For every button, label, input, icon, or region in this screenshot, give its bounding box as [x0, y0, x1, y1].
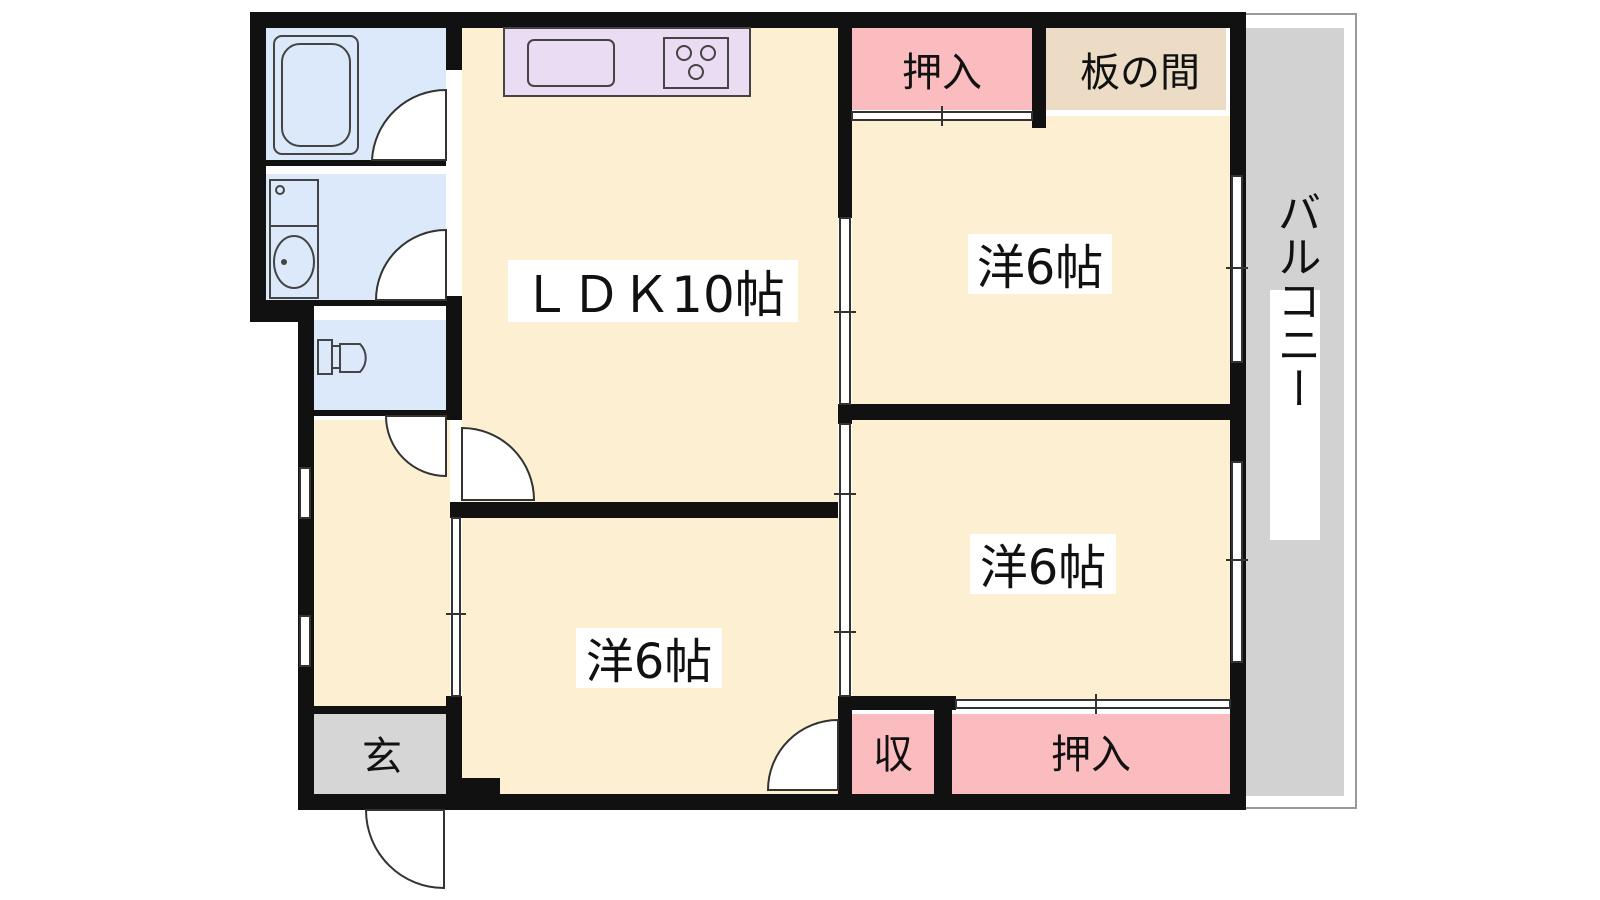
ldk-label: ＬＤＫ10帖: [521, 266, 785, 324]
balcony-label: バルコニー: [1270, 190, 1321, 410]
burner-icon: [676, 45, 692, 61]
bedroom-bottom-door: [766, 718, 839, 791]
toilet-door: [384, 415, 447, 478]
kitchen-counter-icon: [503, 27, 751, 97]
closet-bottom-floor: [952, 714, 1230, 794]
burner-icon: [688, 64, 704, 80]
bathroom-door: [370, 88, 447, 161]
washbasin-icon: [269, 179, 319, 299]
closet-top-label: 押入: [902, 50, 982, 96]
entrance-door: [364, 809, 445, 890]
wood-floor-label: 板の間: [1080, 50, 1200, 96]
storage-label: 収: [873, 732, 913, 778]
sliding-doors: [446, 106, 1231, 714]
bathtub-icon: [273, 35, 359, 155]
storage-floor: [852, 714, 934, 794]
closet-bottom-label: 押入: [1051, 732, 1131, 778]
windows: [299, 175, 1248, 667]
ldk-door: [461, 426, 536, 501]
doors: [364, 88, 839, 890]
bedroom-mid-right-label: 洋6帖: [980, 540, 1107, 596]
bedroom-top-right-label: 洋6帖: [977, 240, 1104, 296]
washroom-door: [374, 228, 447, 301]
entrance-label: 玄: [362, 734, 402, 780]
burner-icon: [700, 45, 716, 61]
wood-floor-area: [1046, 28, 1226, 110]
entrance-floor: [314, 714, 450, 794]
closet-top-floor: [852, 28, 1032, 110]
bedroom-bottom-label: 洋6帖: [586, 634, 713, 690]
toilet-icon: [317, 339, 367, 375]
